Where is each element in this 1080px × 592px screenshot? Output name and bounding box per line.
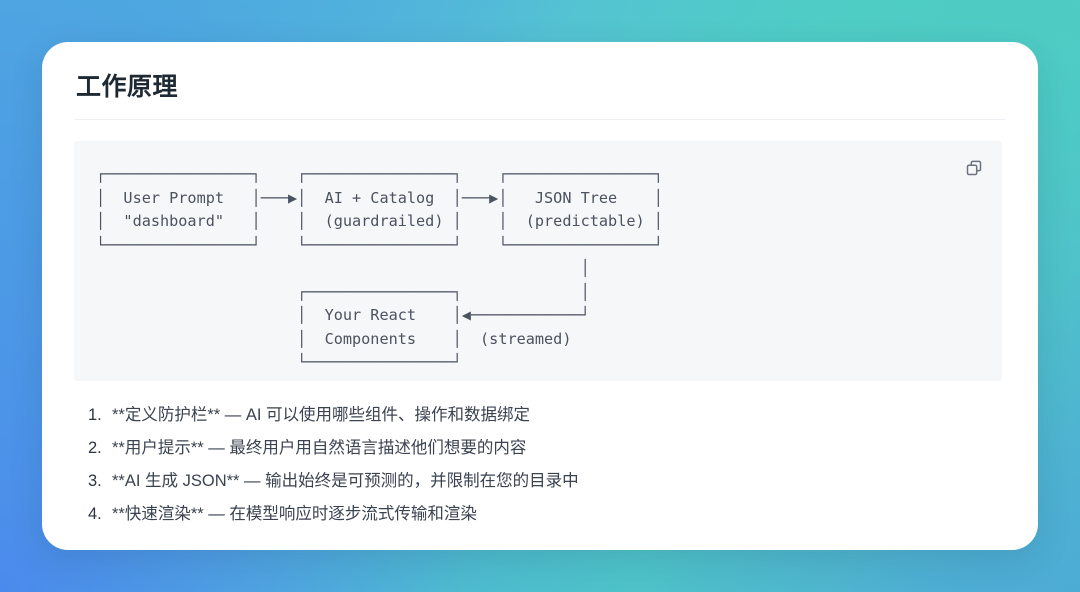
page-title: 工作原理 (76, 73, 179, 101)
ascii-diagram-block: ┌────────────────┐ ┌────────────────┐ ┌─… (74, 141, 1002, 381)
list-item-number: 4. (88, 505, 102, 523)
list-item-text: **快速渲染** — 在模型响应时逐步流式传输和渲染 (112, 505, 477, 523)
list-item: 2. **用户提示** — 最终用户用自然语言描述他们想要的内容 (88, 432, 1006, 465)
card-inner: 工作原理 ┌────────────────┐ ┌───────────────… (42, 42, 1038, 550)
list-item-number: 3. (88, 472, 102, 490)
list-item: 1. **定义防护栏** — AI 可以使用哪些组件、操作和数据绑定 (88, 399, 1006, 432)
list-item-number: 1. (88, 406, 102, 424)
steps-list: 1. **定义防护栏** — AI 可以使用哪些组件、操作和数据绑定 2. **… (74, 399, 1006, 531)
list-item-number: 2. (88, 439, 102, 457)
list-item-text: **用户提示** — 最终用户用自然语言描述他们想要的内容 (112, 439, 527, 457)
content-card: 工作原理 ┌────────────────┐ ┌───────────────… (42, 42, 1038, 550)
list-item-text: **定义防护栏** — AI 可以使用哪些组件、操作和数据绑定 (112, 406, 531, 424)
list-item-text: **AI 生成 JSON** — 输出始终是可预测的，并限制在您的目录中 (112, 472, 579, 490)
list-item: 3. **AI 生成 JSON** — 输出始终是可预测的，并限制在您的目录中 (88, 465, 1006, 498)
list-item: 4. **快速渲染** — 在模型响应时逐步流式传输和渲染 (88, 498, 1006, 531)
ascii-flow-diagram: ┌────────────────┐ ┌────────────────┐ ┌─… (96, 165, 663, 371)
title-divider (74, 119, 1006, 120)
copy-button[interactable] (963, 157, 985, 179)
copy-icon (965, 159, 983, 177)
